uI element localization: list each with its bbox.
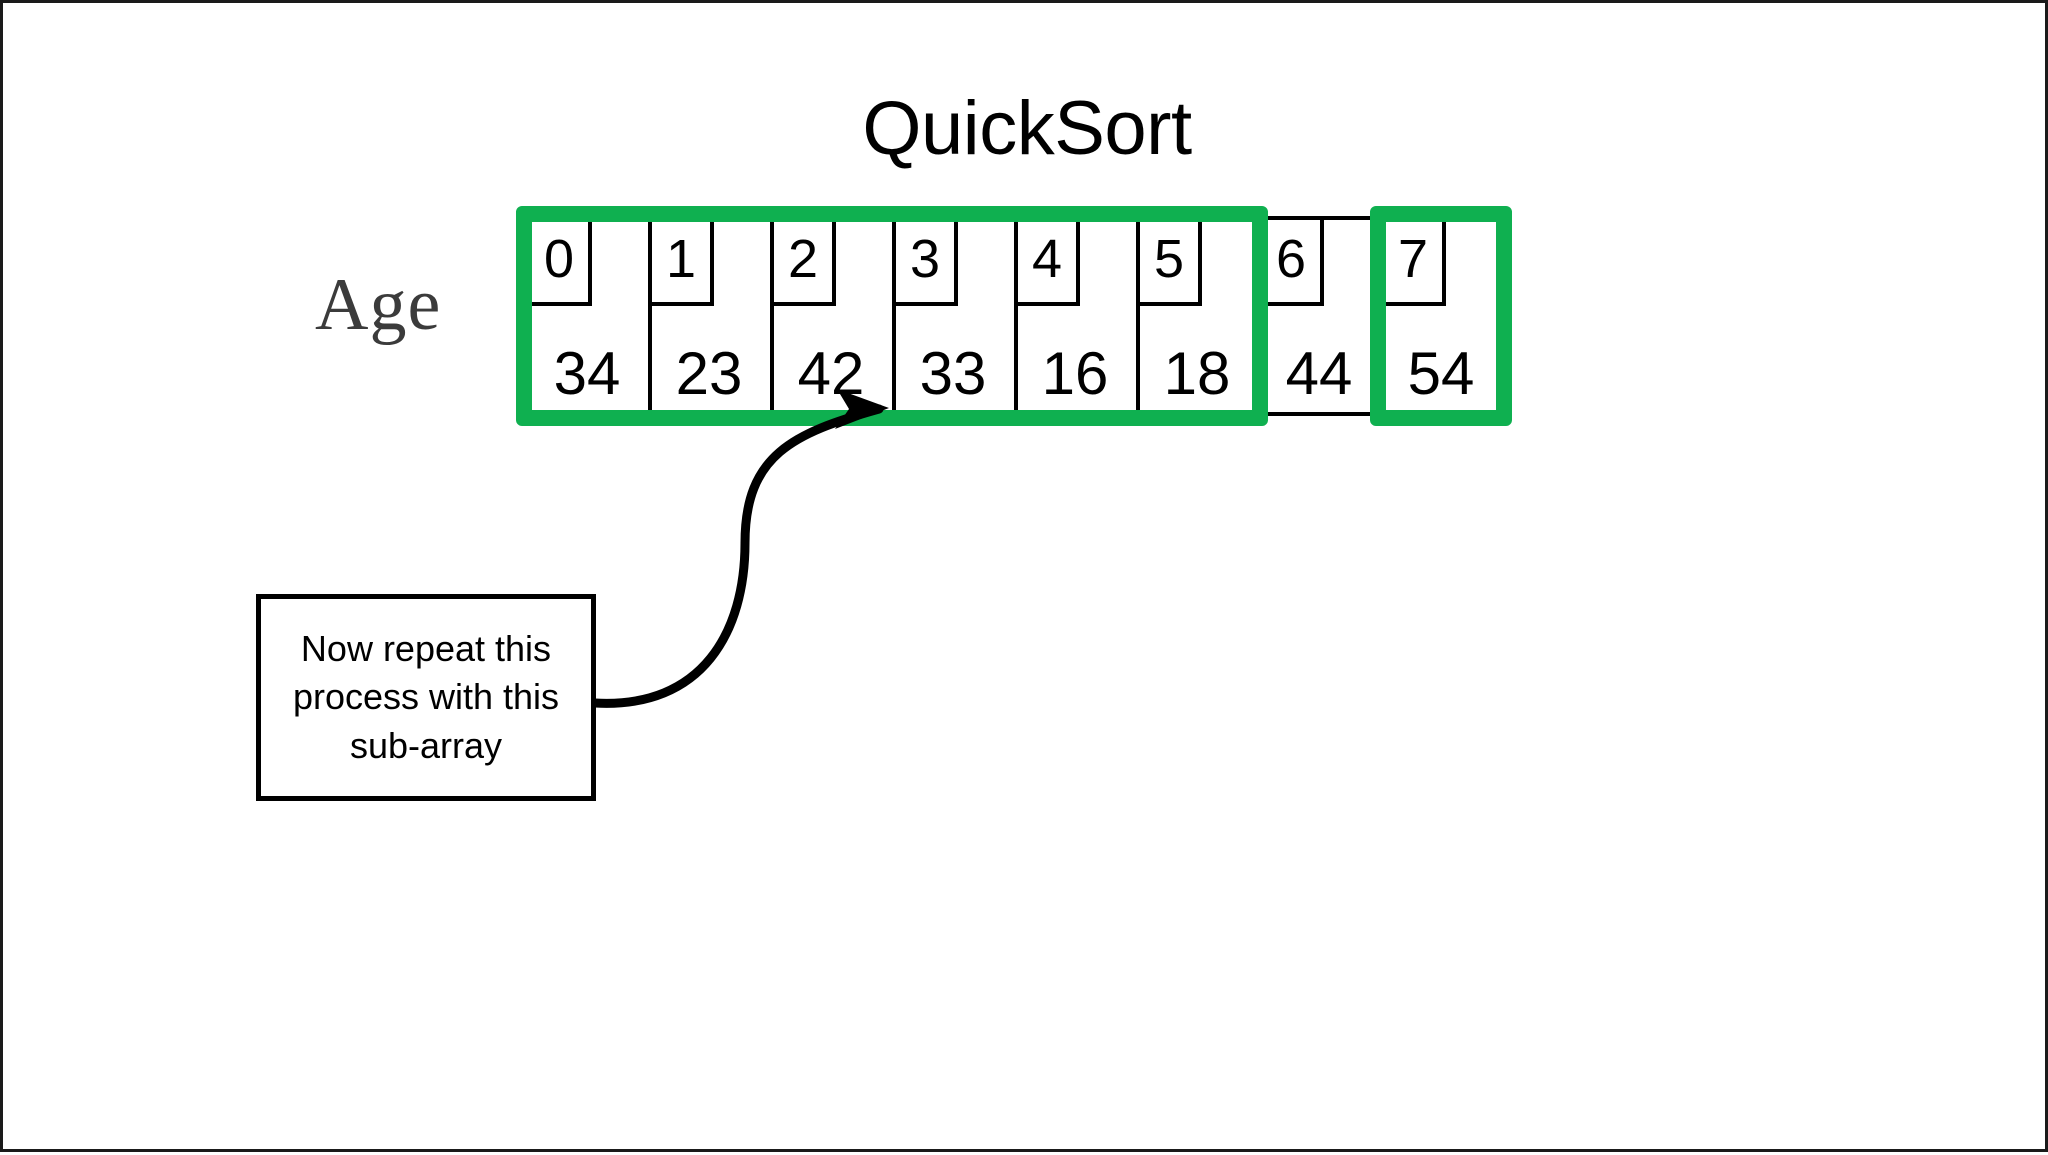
array-cell-value: 54: [1407, 340, 1475, 407]
array-cell: 1 23: [648, 216, 770, 416]
array-index-label: 5: [1153, 229, 1185, 289]
array-index-label: 1: [665, 229, 697, 289]
array-cell: 7 54: [1380, 216, 1502, 416]
array-index-label: 7: [1397, 229, 1429, 289]
array-cell: 4 16: [1014, 216, 1136, 416]
array-index-label: 0: [543, 229, 575, 289]
curved-arrow-to-sub-array: [590, 389, 889, 708]
array-index-box: 3: [896, 220, 958, 306]
array-row-label: Age: [315, 264, 442, 346]
array-cell: 5 18: [1136, 216, 1258, 416]
array-cell-value: 42: [797, 340, 865, 407]
array-cell: 6 44: [1258, 216, 1380, 416]
array-index-box: 0: [530, 220, 592, 306]
array-index-box: 1: [652, 220, 714, 306]
callout-line-1: Now repeat this: [300, 627, 552, 669]
page-title: QuickSort: [862, 86, 1192, 171]
array-cell-value: 23: [675, 340, 743, 407]
array-index-label: 2: [787, 229, 819, 289]
callout-line-2: process with this: [292, 676, 560, 718]
array-index-label: 3: [909, 229, 941, 289]
array-cell-value: 44: [1285, 340, 1353, 407]
array-index-box: 6: [1262, 220, 1324, 306]
array-cell-value: 16: [1041, 340, 1109, 407]
callout-text: Now repeat this process with this sub-ar…: [285, 625, 567, 771]
array-index-box: 5: [1140, 220, 1202, 306]
array-cell-value: 34: [553, 340, 621, 407]
array-index-label: 6: [1275, 229, 1307, 289]
callout-box: Now repeat this process with this sub-ar…: [256, 594, 596, 801]
array-cell-value: 18: [1163, 340, 1231, 407]
array-index-label: 4: [1031, 229, 1063, 289]
array-cell-value: 33: [919, 340, 987, 407]
callout-line-3: sub-array: [349, 724, 503, 766]
array-cell: 0 34: [526, 216, 648, 416]
array-cell: 2 42: [770, 216, 892, 416]
array-index-box: 7: [1384, 220, 1446, 306]
array-index-box: 2: [774, 220, 836, 306]
array-index-box: 4: [1018, 220, 1080, 306]
